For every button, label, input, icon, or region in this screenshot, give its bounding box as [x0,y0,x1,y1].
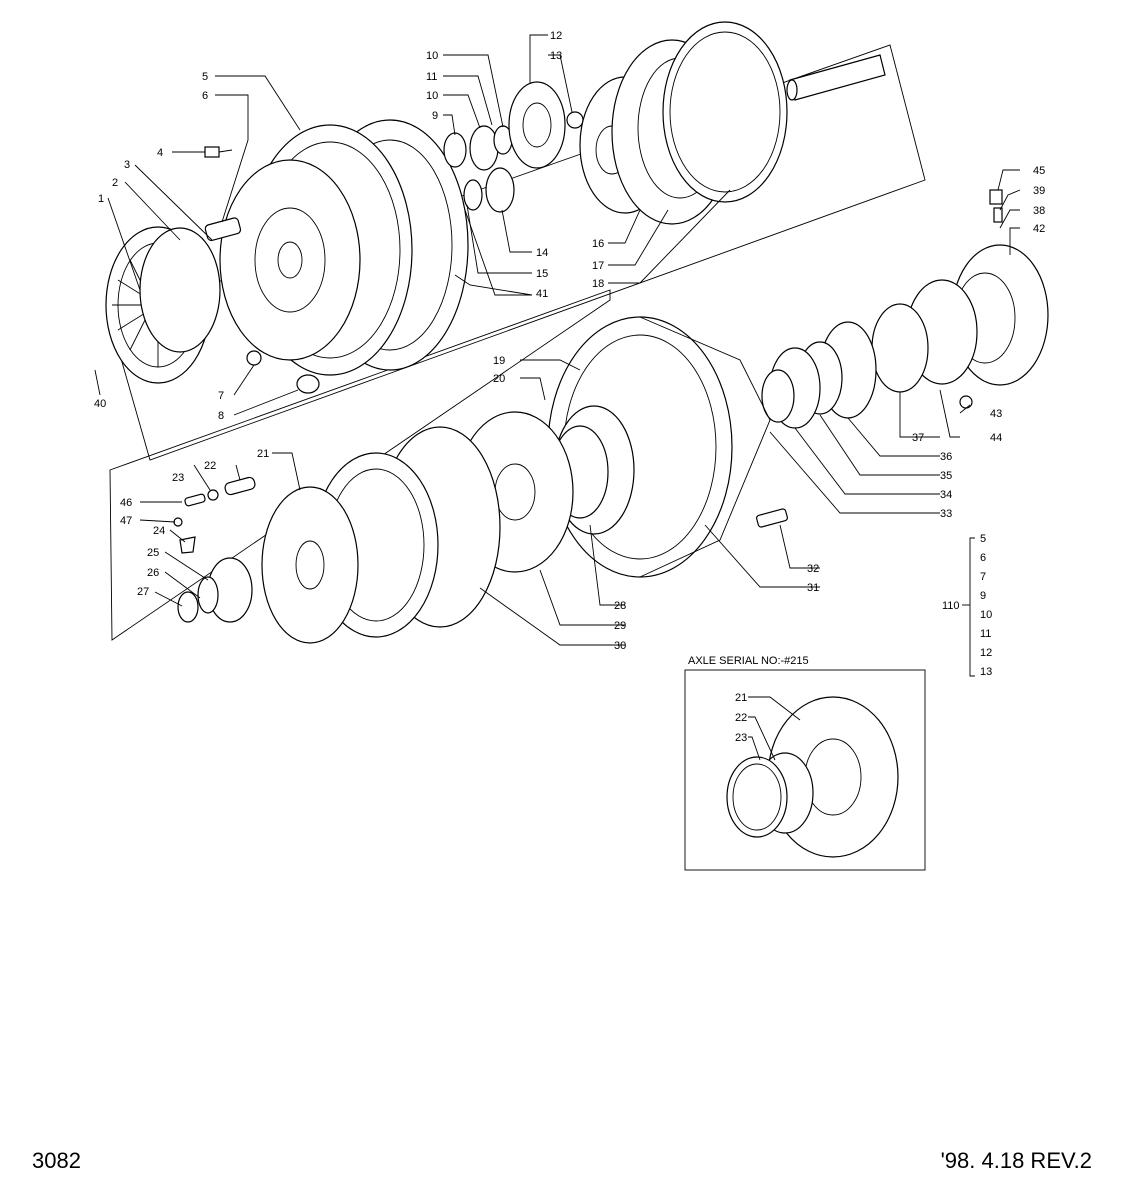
label-15: 15 [536,268,548,280]
label-35: 35 [940,470,952,482]
label-9: 9 [432,110,438,122]
label-16: 16 [592,238,604,250]
label-40: 40 [94,398,106,410]
label-28: 28 [614,600,626,612]
large-gear-part [662,21,788,203]
label-22: 22 [204,460,216,472]
label-30: 30 [614,640,626,652]
label-31: 31 [807,582,819,594]
kit-item-5: 5 [980,533,986,545]
kit-item-13: 13 [980,666,992,678]
label-23: 23 [172,472,184,484]
drum-part [261,426,501,644]
label-3: 3 [124,159,130,171]
label-2: 2 [112,177,118,189]
label-18: 18 [592,278,604,290]
label-13: 13 [550,50,562,62]
kit-item-10: 10 [980,609,992,621]
small-fittings-part [173,476,788,623]
label-34: 34 [940,489,952,501]
hub-housing-part [219,119,469,376]
kit-item-7: 7 [980,571,986,583]
label-5: 5 [202,71,208,83]
label-19: 19 [493,355,505,367]
label-47: 47 [120,515,132,527]
label-24: 24 [153,525,165,537]
label-36: 36 [940,451,952,463]
label-6: 6 [202,90,208,102]
label-46: 46 [120,497,132,509]
label-43: 43 [990,408,1002,420]
label-11: 11 [426,71,437,83]
label-10a: 10 [426,50,438,62]
wheel-hub-part [761,189,1049,429]
inset-label-23: 23 [735,732,747,744]
label-26: 26 [147,567,159,579]
pin-part [204,217,242,242]
revision-date: '98. 4.18 REV.2 [940,1148,1092,1173]
lower-assembly-frame [109,289,611,641]
label-41: 41 [536,288,548,300]
kit-label: 110 [942,600,960,612]
leader-lines [94,34,1021,761]
label-38: 38 [1033,205,1045,217]
label-7: 7 [218,390,224,402]
label-17: 17 [592,260,604,272]
label-29: 29 [614,620,626,632]
label-8: 8 [218,410,224,422]
label-39: 39 [1033,185,1045,197]
label-14: 14 [536,247,548,259]
inset-title: AXLE SERIAL NO:-#215 [688,655,809,667]
kit-item-12: 12 [980,647,992,659]
label-20: 20 [493,373,505,385]
label-25: 25 [147,547,159,559]
inset-label-21: 21 [735,692,747,704]
label-45: 45 [1033,165,1045,177]
label-27: 27 [137,586,149,598]
label-44: 44 [990,432,1002,444]
kit-item-11: 11 [980,628,991,640]
label-10b: 10 [426,90,438,102]
label-32: 32 [807,563,819,575]
cover-bolt-part [204,146,233,158]
page-number: 3082 [32,1148,81,1173]
label-21: 21 [257,448,269,460]
label-33: 33 [940,508,952,520]
inset-label-22: 22 [735,712,747,724]
part-labels: 1 2 3 4 5 6 7 8 9 10 10 11 12 13 14 15 1… [94,30,1045,744]
label-12: 12 [550,30,562,42]
inset-box [684,669,926,871]
spindle-housing-part [547,316,771,578]
label-37: 37 [912,432,924,444]
planet-gear-set-part [443,81,584,213]
label-42: 42 [1033,223,1045,235]
kit-bracket: 110 5 6 7 9 10 11 12 13 [942,533,992,678]
inset-seal-parts [726,696,899,858]
label-1: 1 [98,193,104,205]
kit-item-9: 9 [980,590,986,602]
axle-shaft-part [786,54,886,101]
cover-ring-part [139,227,221,353]
kit-item-6: 6 [980,552,986,564]
label-4: 4 [157,147,163,159]
